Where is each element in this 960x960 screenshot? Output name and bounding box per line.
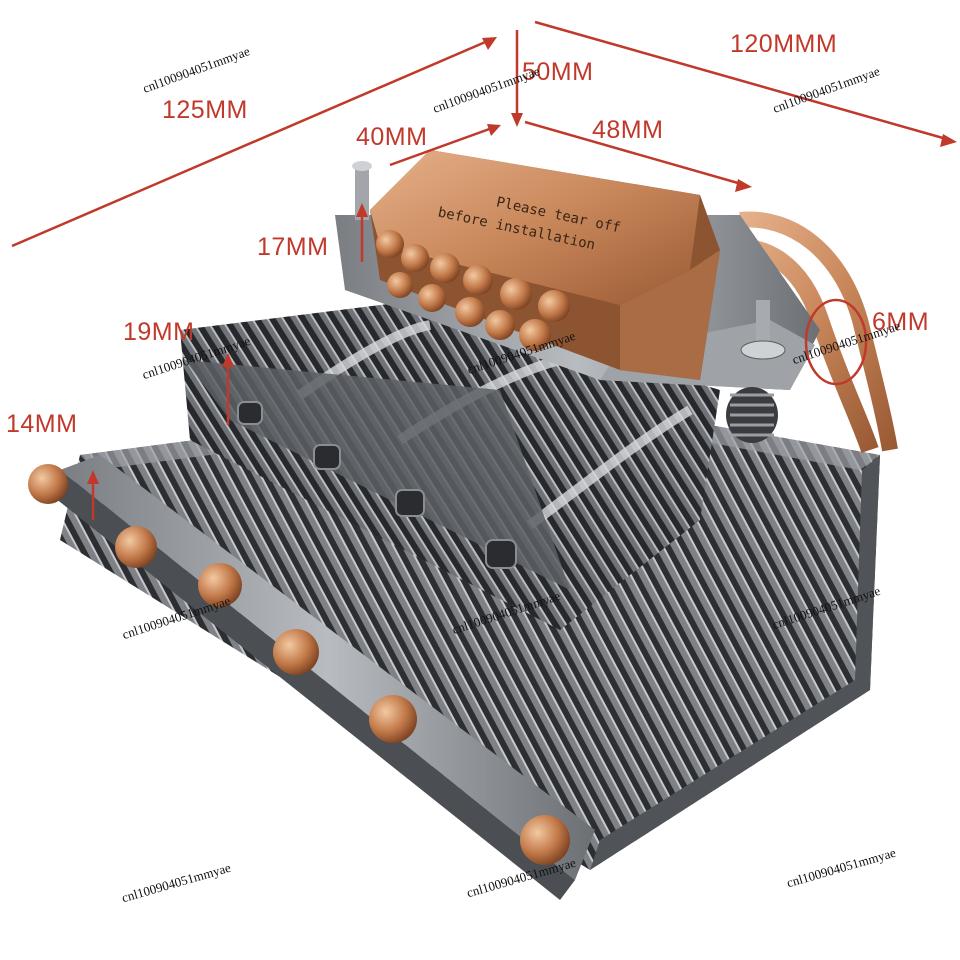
heatpipe-ends-front bbox=[28, 464, 570, 865]
upper-fin-stack bbox=[180, 300, 720, 630]
dimension-label-48mm: 48MM bbox=[592, 116, 664, 144]
dimension-label-125mm: 125MM bbox=[162, 96, 248, 124]
dimension-arrows bbox=[11, 20, 957, 520]
dimension-label-40mm: 40MM bbox=[356, 123, 428, 151]
dimension-label-14mm: 14MM bbox=[6, 410, 78, 438]
dimension-label-120mm: 120MMM bbox=[730, 30, 838, 58]
copper-contact-block bbox=[370, 150, 720, 380]
dimension-label-6mm: 6MM bbox=[872, 308, 930, 336]
dimension-label-50mm: 50MM bbox=[522, 58, 594, 86]
dimension-label-19mm: 19MM bbox=[123, 318, 195, 346]
heatpipe-ends-block bbox=[376, 230, 570, 351]
dimension-label-17mm: 17MM bbox=[257, 233, 329, 261]
